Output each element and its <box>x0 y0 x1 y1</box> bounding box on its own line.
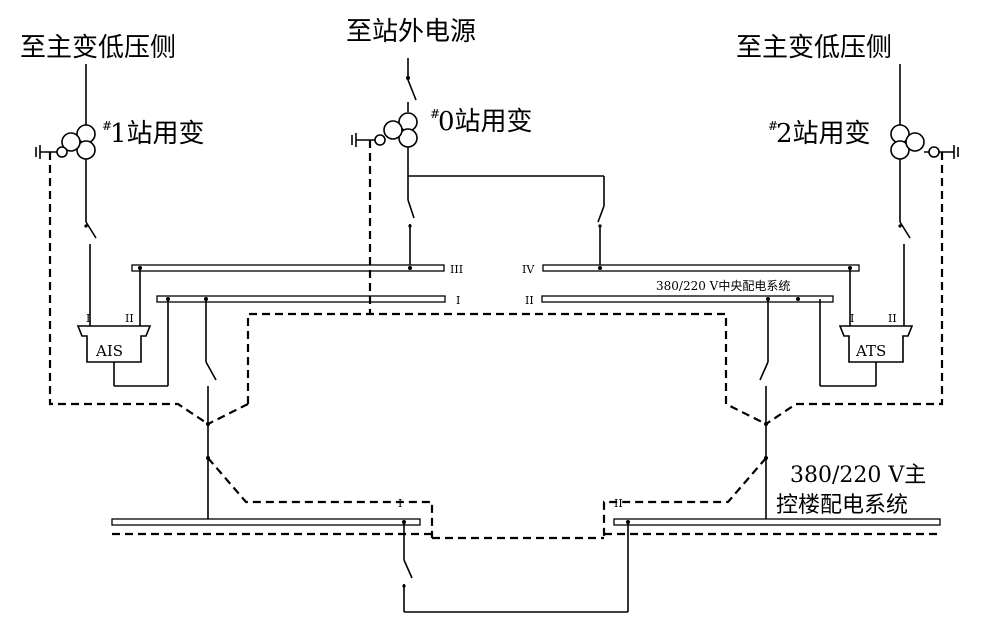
label-central-distribution-system: 380/220 V中央配电系统 <box>656 278 790 293</box>
transformer-1 <box>35 64 97 312</box>
label-bus-III: III <box>450 263 463 276</box>
transformer-0 <box>351 58 605 268</box>
bus-I <box>156 295 446 303</box>
label-station-transformer-1: 1站用变 <box>110 119 205 149</box>
lower-bus-tie <box>402 522 629 613</box>
lower-bus-II <box>613 518 941 526</box>
label-to-main-transformer-left: 至主变低压侧 <box>20 33 176 63</box>
label-ais-input-2: II <box>125 312 134 325</box>
transformer-2 <box>890 64 959 312</box>
ais-transfer-switch: I II AIS <box>76 268 169 387</box>
label-bus-IV: IV <box>522 263 535 276</box>
label-to-main-transformer-right: 至主变低压侧 <box>736 33 892 63</box>
label-bus-II: II <box>525 294 534 307</box>
label-main-building-system-line1: 380/220 V主 <box>790 463 926 488</box>
bus-II <box>541 295 834 303</box>
bus-III <box>131 264 445 272</box>
label-ais: AIS <box>95 342 123 360</box>
label-lower-bus-II: II <box>614 497 623 510</box>
label-station-transformer-2: 2站用变 <box>776 119 871 149</box>
lower-bus-I <box>111 518 421 526</box>
label-ats-input-1: I <box>850 312 854 325</box>
label-bus-I: I <box>456 294 460 307</box>
label-station-transformer-0: 0站用变 <box>438 107 533 137</box>
hash-mark-tx1: # <box>102 119 112 133</box>
label-ats-input-2: II <box>888 312 897 325</box>
label-lower-bus-I: I <box>398 497 402 510</box>
dashed-control-lines <box>48 140 944 540</box>
feeder-right <box>759 299 769 520</box>
label-ats: ATS <box>855 342 886 360</box>
hash-mark-tx0: # <box>430 107 440 121</box>
label-external-source: 至站外电源 <box>346 17 476 47</box>
hash-mark-tx2: # <box>768 119 778 133</box>
label-ais-input-1: I <box>86 312 90 325</box>
label-main-building-system-line2: 控楼配电系统 <box>776 493 908 518</box>
feeder-left <box>205 299 217 520</box>
bus-IV <box>542 264 860 272</box>
ats-transfer-switch: I II ATS <box>819 268 914 387</box>
